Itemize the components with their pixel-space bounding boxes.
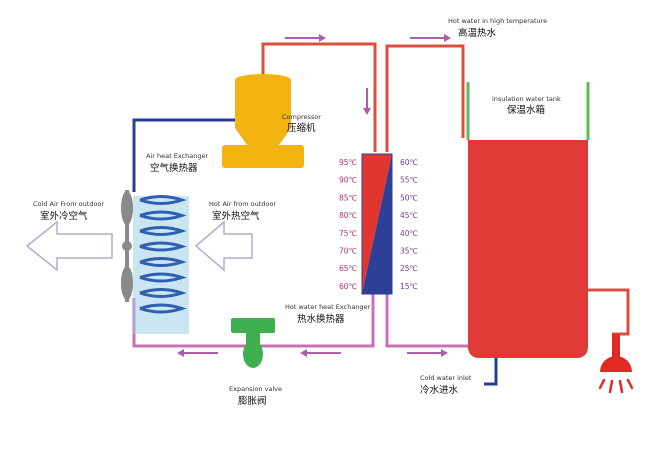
temperature-scale-right: 60℃ 55℃ 50℃ 45℃ 40℃ 35℃ 25℃ 15℃ [400,158,418,291]
compressor-label-zh: 压缩机 [287,122,316,134]
coil-loop [139,241,187,252]
insulation-water-tank [466,82,590,358]
hot-water-outlet-pipe [385,44,465,152]
insulation-tank-label-zh: 保温水箱 [507,104,545,116]
cold-air-label-zh: 室外冷空气 [40,210,88,222]
compressor [222,74,304,168]
coil-loop [139,288,187,298]
hot-water-heat-exchanger [361,153,393,295]
shower-pipe [588,288,630,336]
temperature-label: 15℃ [400,282,418,291]
temperature-label: 40℃ [400,229,418,238]
expansion-valve [231,318,275,368]
hot-air-label: Hot Air from outdoor [209,200,276,208]
flow-arrow [285,34,326,42]
air-heat-exchanger-label-zh: 空气换热器 [150,162,198,174]
hot-water-high-temp-label: Hot water in high temperature [448,17,547,25]
temperature-label: 45℃ [400,211,418,220]
cold-air-label: Cold Air From outdoor [33,200,104,208]
flow-arrow [177,349,218,357]
flow-arrow [300,349,341,357]
temperature-label: 55℃ [400,176,418,185]
temperature-label: 95℃ [339,158,357,167]
temperature-label: 65℃ [339,264,357,273]
hot-refrigerant-pipe [261,42,377,152]
flow-arrow [407,349,448,357]
cold-water-return-pipe [385,294,468,348]
temperature-label: 90℃ [339,176,357,185]
shower-icon [598,334,634,394]
coil-loop [139,210,187,221]
temperature-label: 85℃ [339,193,357,202]
temperature-label: 35℃ [400,247,418,256]
hot-water-exchanger-label-zh: 热水换热器 [297,313,345,325]
compressor-label: Compressor [282,113,321,121]
temperature-label: 25℃ [400,264,418,273]
cold-air-arrow-icon [25,220,113,272]
temperature-label: 80℃ [339,211,357,220]
temperature-label: 60℃ [400,158,418,167]
coil-loop [139,226,187,236]
air-heat-exchanger-coil [133,195,189,334]
coil-loop [139,257,187,267]
hot-air-arrow-icon [194,220,253,272]
temperature-scale-left: 95℃ 90℃ 85℃ 80℃ 75℃ 70℃ 65℃ 60℃ [339,158,357,291]
air-heat-exchanger-label: Air heat Exchanger [146,152,208,160]
hot-water-high-temp-label-zh: 高温热水 [458,27,497,39]
temperature-label: 50℃ [400,193,418,202]
suction-pipe [132,118,236,192]
flow-arrow [363,88,371,115]
temperature-label: 75℃ [339,229,357,238]
coil-loop [139,272,187,283]
fan-icon [121,190,133,302]
flow-arrow [410,34,451,42]
temperature-label: 60℃ [339,282,357,291]
coil-loop [139,195,187,205]
cold-water-inlet-label: Cold water inlet [420,374,472,382]
insulation-tank-label: insulation water tank [492,95,561,103]
hot-water-exchanger-label: Hot water heat Exchanger [285,303,371,311]
expansion-valve-label: Expansion valve [229,385,282,393]
coil-loop [139,303,187,314]
cold-water-inlet-label-zh: 冷水进水 [420,384,459,396]
hot-air-label-zh: 室外热空气 [212,210,260,222]
expansion-valve-label-zh: 膨胀阀 [238,395,267,407]
temperature-label: 70℃ [339,247,357,256]
